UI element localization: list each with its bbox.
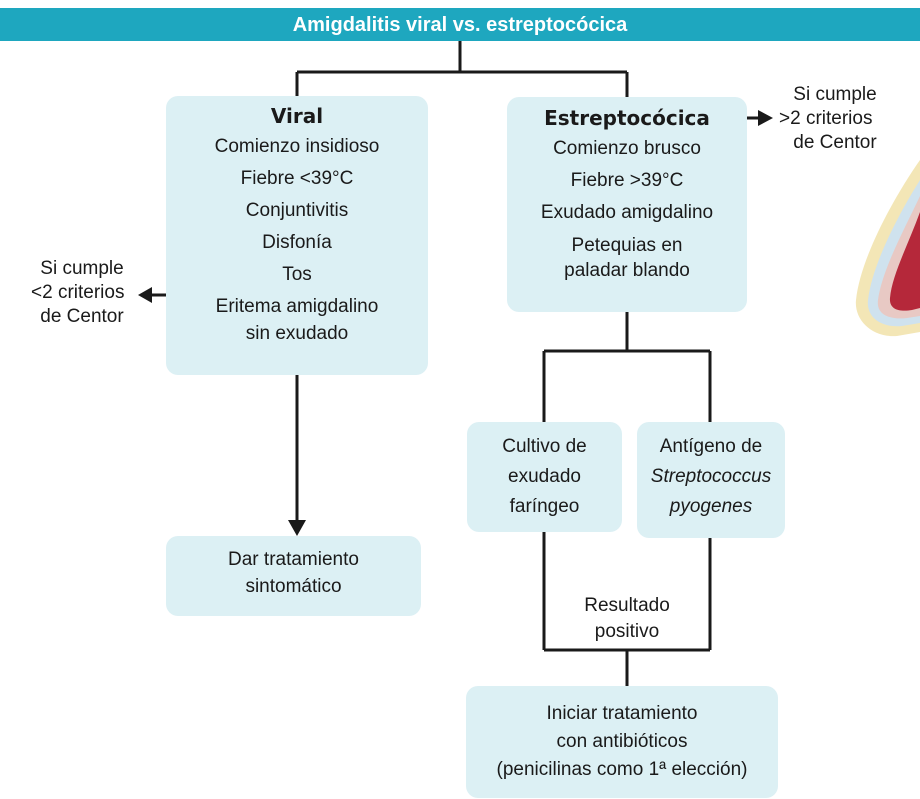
viral-item: Fiebre <39°C xyxy=(240,168,354,189)
strep-item: Petequias en xyxy=(571,235,683,256)
viral-heading: Viral xyxy=(270,104,324,128)
box-line: faríngeo xyxy=(509,496,580,517)
antibiotics-box: Iniciar tratamiento con antibióticos (pe… xyxy=(466,686,778,798)
label-line: positivo xyxy=(594,621,660,642)
viral-item: Conjuntivitis xyxy=(245,200,349,221)
box-line: exudado xyxy=(508,466,581,487)
title-banner: Amigdalitis viral vs. estreptocócica xyxy=(0,0,920,45)
box-line: (penicilinas como 1ª elección) xyxy=(496,759,748,780)
viral-item: Eritema amigdalino xyxy=(215,296,379,317)
viral-item: Comienzo insidioso xyxy=(214,136,380,157)
viral-item: Disfonía xyxy=(262,232,332,253)
note-line: Si cumple xyxy=(793,84,877,105)
note-line: de Centor xyxy=(40,306,124,327)
box-line: Iniciar tratamiento xyxy=(546,703,698,724)
note-line: de Centor xyxy=(793,132,877,153)
strep-item: Comienzo brusco xyxy=(553,138,701,159)
note-line: >2 criterios xyxy=(779,108,873,129)
strep-heading: Estreptocócica xyxy=(544,106,710,130)
strep-box: Estreptocócica Comienzo brusco Fiebre >3… xyxy=(507,97,747,312)
viral-item: sin exudado xyxy=(245,323,349,344)
box-line: Antígeno de xyxy=(659,436,763,457)
note-line: Si cumple xyxy=(40,258,124,279)
left-centor-note: Si cumple <2 criterios de Centor xyxy=(20,257,144,329)
right-centor-note: Si cumple >2 criterios de Centor xyxy=(776,83,894,155)
antigen-box: Antígeno de Streptococcus pyogenes xyxy=(637,422,785,538)
culture-box: Cultivo de exudado faríngeo xyxy=(467,422,622,532)
box-line: Dar tratamiento xyxy=(228,549,359,570)
title-bar xyxy=(0,8,920,41)
throat-illustration xyxy=(855,160,920,337)
positive-result-label: Resultado positivo xyxy=(555,593,699,645)
viral-item: Tos xyxy=(282,264,312,285)
strep-item: Exudado amigdalino xyxy=(540,202,714,223)
note-line: <2 criterios xyxy=(31,282,125,303)
symptomatic-treatment-box: Dar tratamiento sintomático xyxy=(166,536,421,616)
viral-box: Viral Comienzo insidioso Fiebre <39°C Co… xyxy=(166,96,428,375)
diagram-title: Amigdalitis viral vs. estreptocócica xyxy=(292,14,628,36)
label-line: Resultado xyxy=(584,595,670,616)
strep-item: Fiebre >39°C xyxy=(570,170,684,191)
box-line: Streptococcus xyxy=(650,466,772,487)
box-line: Cultivo de xyxy=(502,436,587,457)
strep-item: paladar blando xyxy=(564,260,690,281)
box-line: sintomático xyxy=(245,576,342,597)
box-line: con antibióticos xyxy=(556,731,688,752)
box-line: pyogenes xyxy=(669,496,753,517)
